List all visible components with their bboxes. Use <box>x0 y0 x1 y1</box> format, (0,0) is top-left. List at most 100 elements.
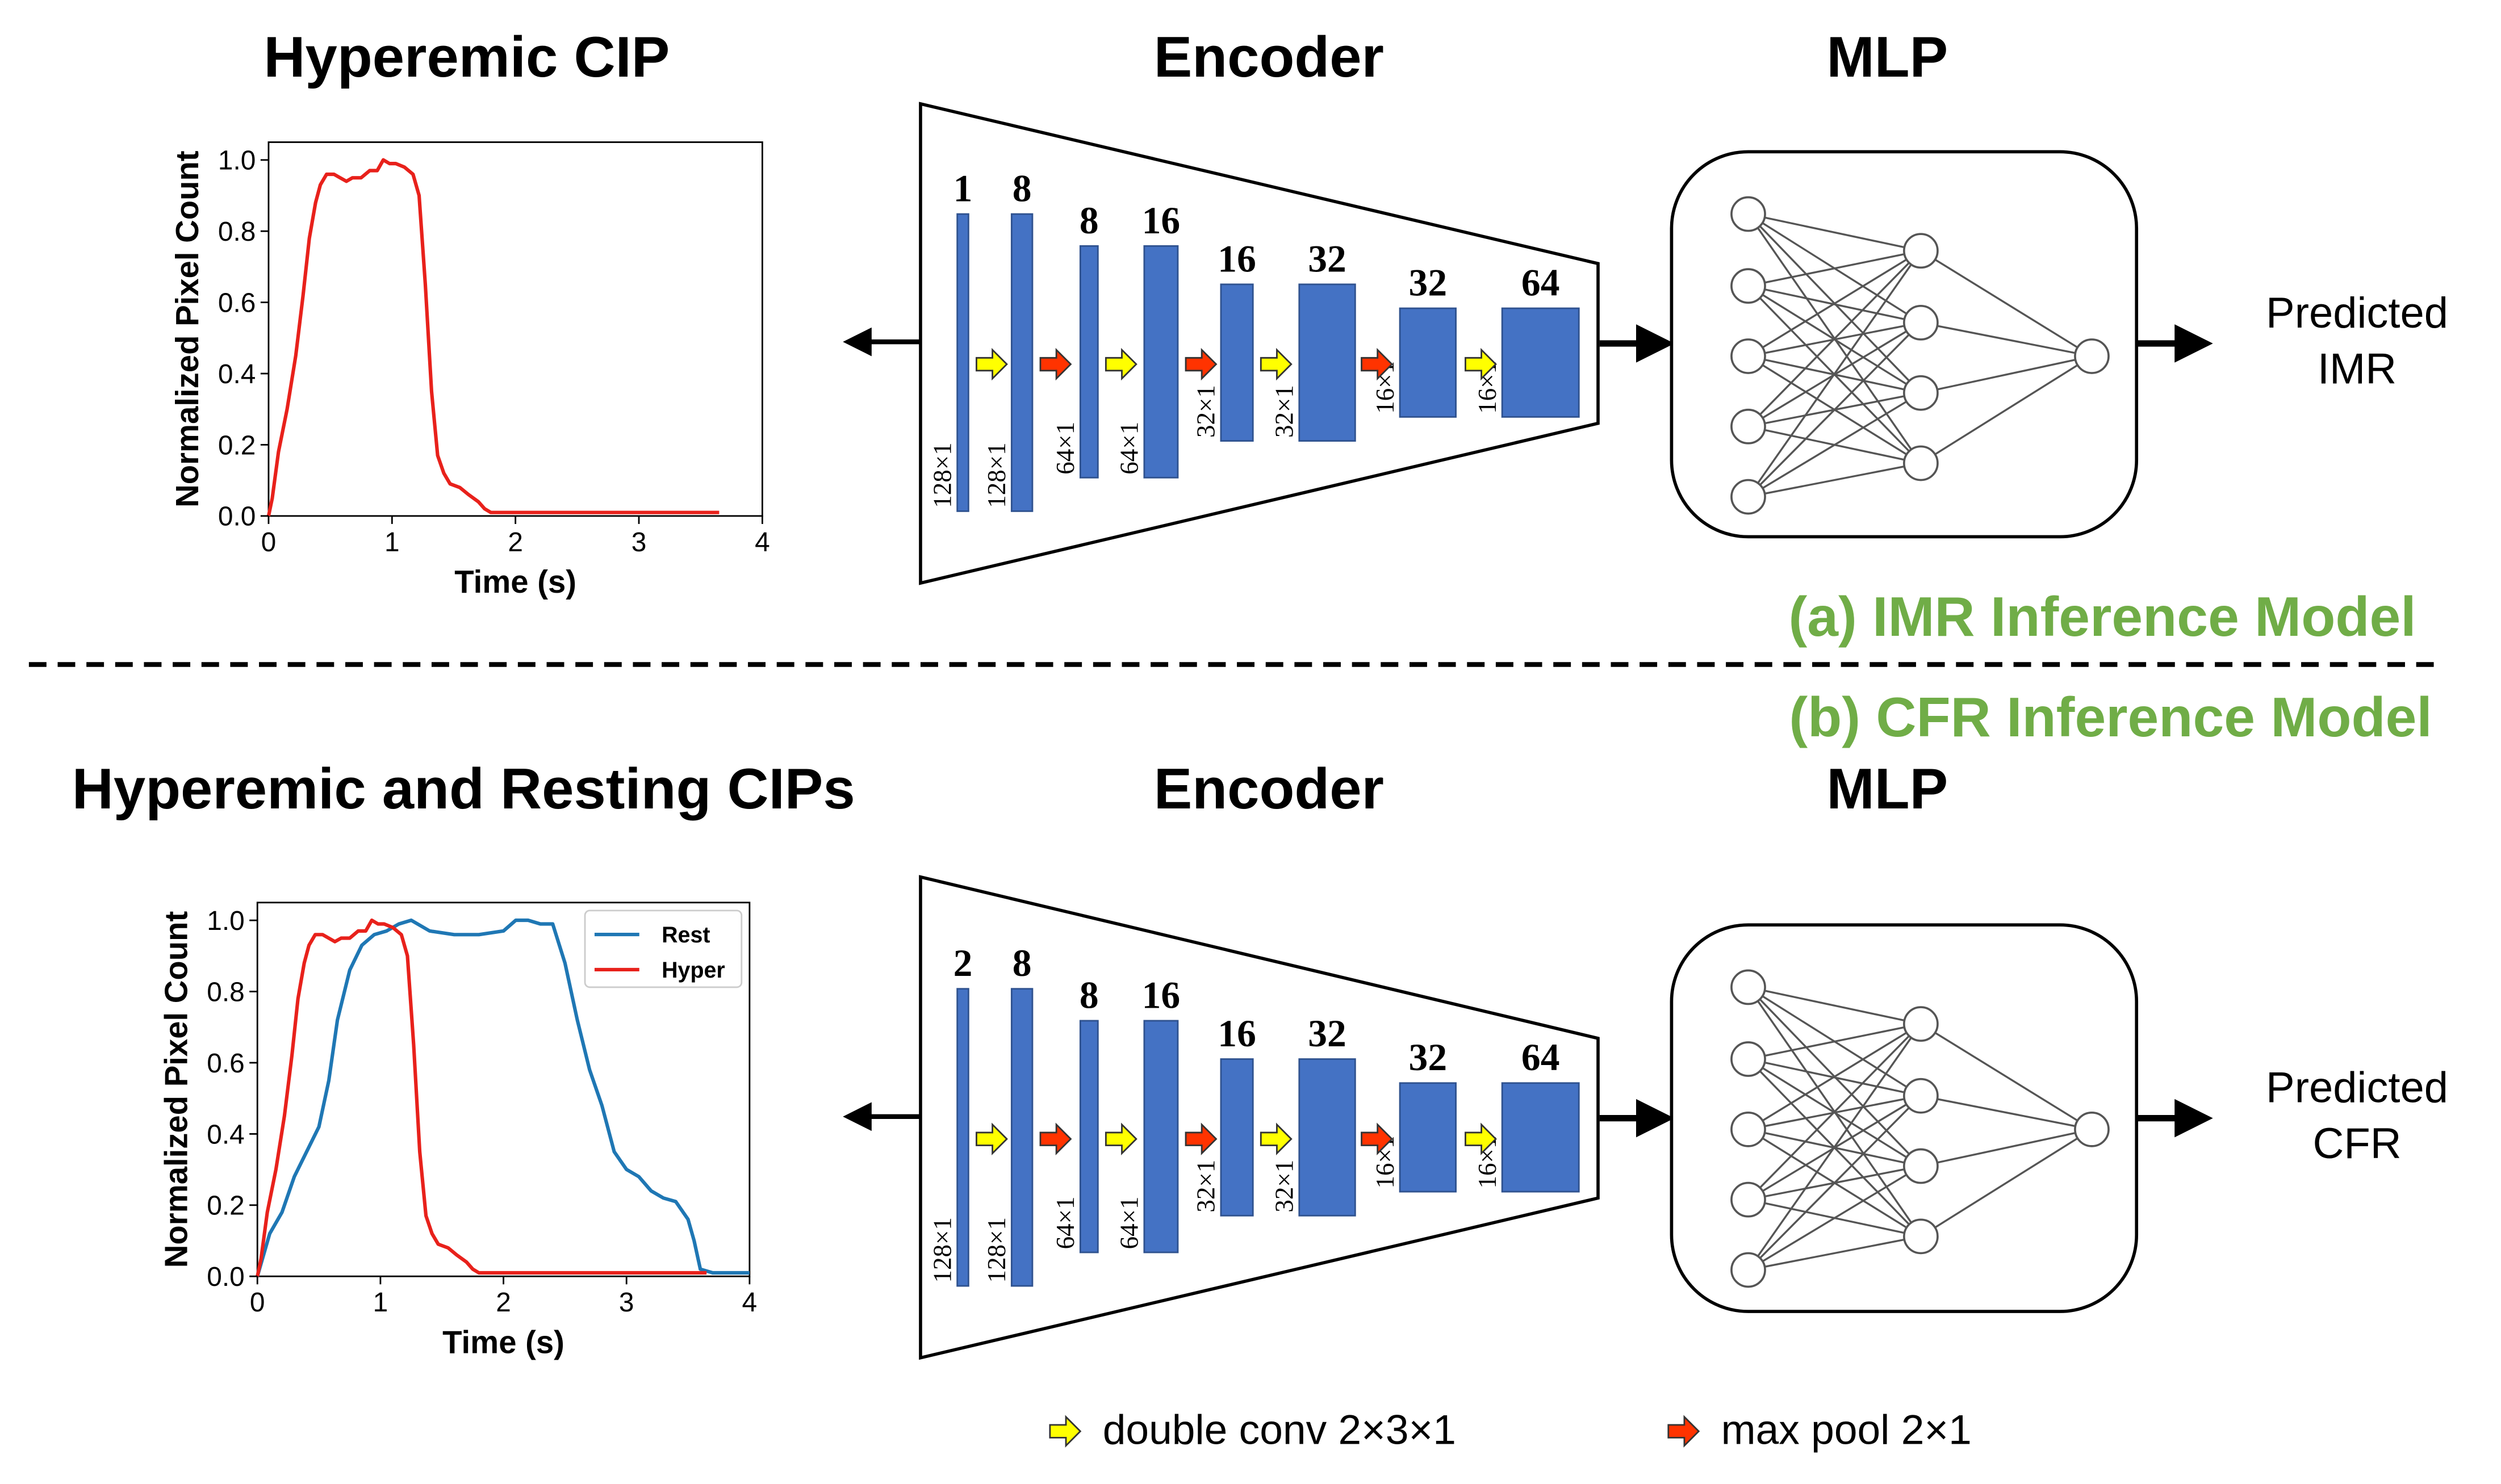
mlp-connection <box>1748 462 1921 498</box>
series-line <box>256 918 750 1277</box>
max-pool-arrow-icon <box>1185 347 1218 381</box>
encoder-block <box>1010 213 1034 512</box>
y-tick-label: 0.6 <box>218 288 256 318</box>
mlp-neuron <box>1730 1181 1766 1218</box>
input-title: Hyperemic and Resting CIPs <box>72 757 855 821</box>
y-tick-label: 1.0 <box>207 906 244 936</box>
mlp-neuron <box>1730 196 1766 232</box>
channel-count-label: 32 <box>1308 1012 1346 1055</box>
mlp-connection <box>1920 355 2093 464</box>
mlp-neuron <box>1903 445 1939 481</box>
y-tick-label: 0.2 <box>218 430 256 460</box>
mlp-network <box>1730 196 2110 515</box>
mlp-neuron <box>1730 338 1766 374</box>
panel-caption: (b) CFR Inference Model <box>1789 686 2432 748</box>
series-line <box>266 158 720 517</box>
encoder-block <box>1399 1082 1457 1193</box>
max-pool-arrow-icon <box>1039 347 1072 381</box>
double-conv-arrow-icon <box>1260 347 1293 381</box>
x-tick-label: 0 <box>250 1288 265 1318</box>
feature-size-label: 64×1 <box>1115 422 1144 475</box>
encoder-block <box>956 213 969 512</box>
encoder-block <box>1010 988 1034 1287</box>
output-label-line2: CFR <box>2312 1120 2401 1168</box>
encoder-block <box>1298 283 1356 442</box>
operation-legend: double conv 2×3×1 max pool 2×1 <box>1049 1407 1972 1453</box>
channel-count-label: 1 <box>953 167 973 210</box>
mlp-neuron <box>1730 1252 1766 1288</box>
mlp-neuron <box>1730 408 1766 445</box>
panel-b: (b) CFR Inference Model Hyperemic and Re… <box>72 686 2448 1360</box>
double-conv-arrow-icon <box>1105 347 1137 381</box>
x-tick-label: 2 <box>496 1288 511 1318</box>
channel-count-label: 16 <box>1218 1012 1256 1055</box>
y-tick-label: 0.8 <box>218 217 256 247</box>
feature-size-label: 32×1 <box>1270 385 1299 438</box>
encoder-block <box>1079 1020 1099 1254</box>
channel-count-label: 8 <box>1013 167 1032 210</box>
x-axis-label: Time (s) <box>442 1324 564 1360</box>
double-conv-arrow-icon <box>1049 1415 1082 1448</box>
mlp-title: MLP <box>1826 757 1948 821</box>
mlp-connection <box>1748 213 1921 252</box>
mlp-neuron <box>1730 479 1766 515</box>
mlp-connection <box>1747 1095 1922 1271</box>
output-label-line1: Predicted <box>2266 289 2448 337</box>
channel-count-label: 16 <box>1142 199 1181 242</box>
channel-count-label: 8 <box>1080 974 1099 1016</box>
encoder-blocks: 2128×18128×1864×11664×11632×13232×13216×… <box>928 942 1580 1287</box>
output-label-line2: IMR <box>2318 345 2397 393</box>
max-pool-arrow-icon <box>1667 1415 1700 1448</box>
mlp-network <box>1730 969 2110 1288</box>
x-tick-label: 4 <box>755 527 770 557</box>
x-axis-label: Time (s) <box>454 564 576 600</box>
mlp-neuron <box>2074 338 2110 374</box>
output-label-line1: Predicted <box>2266 1064 2448 1112</box>
x-tick-label: 0 <box>261 527 277 557</box>
double-conv-arrow-icon <box>1465 347 1497 381</box>
encoder-blocks: 1128×18128×1864×11664×11632×13232×13216×… <box>928 167 1580 512</box>
mlp-title: MLP <box>1826 25 1948 89</box>
y-tick-label: 0.0 <box>218 502 256 532</box>
x-tick-label: 1 <box>373 1288 388 1318</box>
channel-count-label: 32 <box>1409 1036 1448 1079</box>
mlp-neuron <box>1903 1078 1939 1114</box>
mlp-neuron <box>1730 268 1766 304</box>
x-tick-label: 1 <box>384 527 400 557</box>
mlp-connection <box>1747 1023 1922 1201</box>
channel-count-label: 16 <box>1218 237 1256 280</box>
encoder-block <box>1220 1058 1254 1217</box>
mlp-connection <box>1747 1023 1922 1271</box>
mlp-neuron <box>1903 1218 1939 1255</box>
y-axis-label: Normalized Pixel Count <box>169 150 205 508</box>
feature-size-label: 64×1 <box>1051 422 1080 475</box>
mlp-neuron <box>1730 1041 1766 1077</box>
channel-count-label: 64 <box>1521 1036 1560 1079</box>
x-tick-label: 4 <box>742 1288 758 1318</box>
feature-size-label: 32×1 <box>1192 385 1220 438</box>
channel-count-label: 64 <box>1521 262 1560 304</box>
channel-count-label: 16 <box>1142 974 1181 1016</box>
y-tick-label: 0.8 <box>207 977 244 1007</box>
mlp-connection <box>1747 250 1922 427</box>
encoder-title: Encoder <box>1154 757 1384 821</box>
feature-size-label: 128×1 <box>928 1217 956 1282</box>
series-line <box>256 918 707 1277</box>
x-tick-label: 2 <box>508 527 523 557</box>
channel-count-label: 8 <box>1013 942 1032 984</box>
max-pool-arrow-icon <box>1361 1122 1394 1155</box>
y-tick-label: 0.0 <box>207 1262 244 1292</box>
encoder-block <box>1501 307 1580 418</box>
mlp-neuron <box>1903 233 1939 269</box>
mlp-connection <box>1748 1022 1921 1060</box>
y-tick-label: 1.0 <box>218 146 256 176</box>
mlp-neuron <box>1903 305 1939 341</box>
encoder-block <box>1079 245 1099 479</box>
mlp-connection <box>1747 322 1922 498</box>
y-tick-label: 0.4 <box>218 359 256 389</box>
feature-size-label: 64×1 <box>1051 1196 1080 1249</box>
double-conv-arrow-icon <box>1465 1122 1497 1155</box>
